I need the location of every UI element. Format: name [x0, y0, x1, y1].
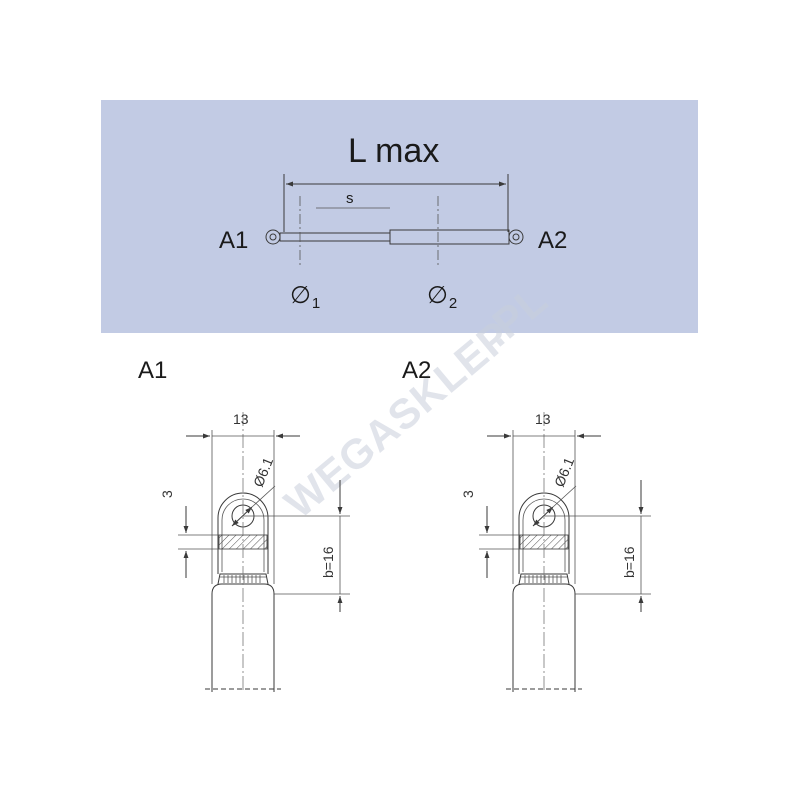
svg-text:WEGASKLEP: WEGASKLEP	[276, 311, 520, 527]
detail-a2-offset: 3	[460, 490, 476, 498]
diameter2-label: ∅2	[427, 282, 457, 312]
detail-a1-offset: 3	[159, 490, 175, 498]
detail-a1-hole: Ø6.1	[250, 455, 276, 489]
detail-a1: A1 13 Ø6.1 3 b=16	[138, 357, 350, 692]
detail-a2-width: 13	[535, 411, 551, 427]
diameter1-label: ∅1	[290, 282, 320, 312]
length-label: L max	[348, 132, 439, 170]
detail-a1-width: 13	[233, 411, 249, 427]
detail-a2-hole: Ø6.1	[551, 455, 577, 489]
detail-a2-title: A2	[402, 357, 431, 384]
detail-a2-length: b=16	[621, 546, 637, 578]
gas-spring-outline	[265, 229, 524, 245]
detail-a1-length: b=16	[320, 546, 336, 578]
overview-panel: L max s A1 A2 ∅1 ∅2	[101, 100, 698, 333]
detail-a1-title: A1	[138, 357, 167, 384]
end2-label: A2	[538, 227, 567, 254]
end1-label: A1	[219, 227, 248, 254]
stroke-label: s	[346, 190, 354, 207]
overview-background	[101, 100, 698, 333]
